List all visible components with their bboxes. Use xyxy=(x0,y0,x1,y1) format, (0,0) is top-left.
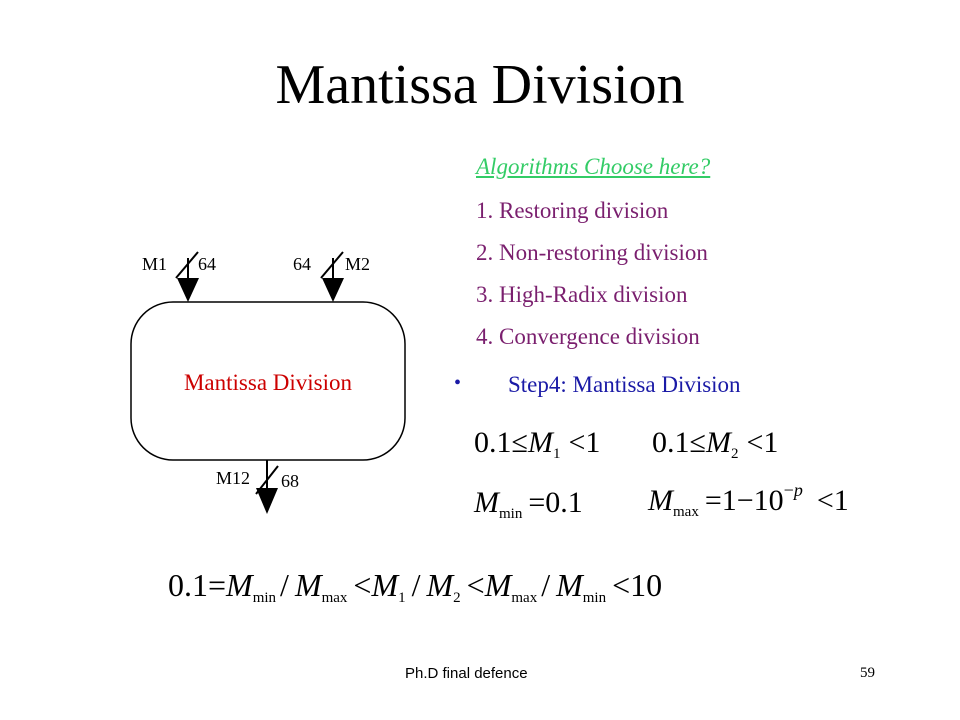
step-text: Step4: Mantissa Division xyxy=(508,372,741,397)
algorithm-list: 1. Restoring division 2. Non-restoring d… xyxy=(476,195,708,363)
range-equation-m2: 0.1≤M2<1 xyxy=(652,426,778,462)
input-m1-bus-slash xyxy=(175,251,199,279)
input-m2-label: M2 xyxy=(345,254,370,274)
ratio-range-equation: 0.1=Mmin/Mmax<M1/M2<Mmax/Mmin<10 xyxy=(168,567,662,606)
algorithm-item-non-restoring: 2. Non-restoring division xyxy=(476,240,708,265)
input-m1-label: M1 xyxy=(142,254,167,274)
bullet-icon: • xyxy=(454,372,462,394)
range-equation-m1: 0.1≤M1<1 xyxy=(474,426,600,462)
algorithm-item-convergence: 4. Convergence division xyxy=(476,324,700,349)
slide-title: Mantissa Division xyxy=(275,54,685,116)
output-m12-arrow-icon xyxy=(256,488,278,514)
m-min-equation: Mmin=0.1 xyxy=(473,486,583,522)
output-m12-label: M12 xyxy=(216,468,250,488)
input-m1-width: 64 xyxy=(198,254,216,274)
mantissa-division-diagram: Mantissa Division M1 64 64 M2 M12 68 xyxy=(130,251,406,514)
input-m2-bus-slash xyxy=(320,251,344,279)
algorithm-item-high-radix: 3. High-Radix division xyxy=(476,282,688,307)
page-number: 59 xyxy=(860,665,875,681)
input-m1-arrow-icon xyxy=(177,278,199,302)
algorithm-item-restoring: 1. Restoring division xyxy=(476,198,669,223)
division-block-label: Mantissa Division xyxy=(184,370,353,395)
output-m12-bus-slash xyxy=(255,465,279,495)
input-m2-width: 64 xyxy=(293,254,311,274)
algorithms-link[interactable]: Algorithms Choose here? xyxy=(476,154,711,179)
m-max-equation: Mmax=1−10−p<1 xyxy=(647,480,849,520)
footer-text: Ph.D final defence xyxy=(405,665,528,682)
ratio-equation: 0.1=Mmin/Mmax<M1/M2<Mmax/Mmin<10 xyxy=(168,567,662,606)
output-m12-width: 68 xyxy=(281,471,299,491)
input-m2-arrow-icon xyxy=(322,278,344,302)
mantissa-range-equation: 0.1≤M1<1 0.1≤M2<1 xyxy=(474,426,778,462)
min-max-equation: Mmin=0.1 Mmax=1−10−p<1 xyxy=(473,480,849,522)
